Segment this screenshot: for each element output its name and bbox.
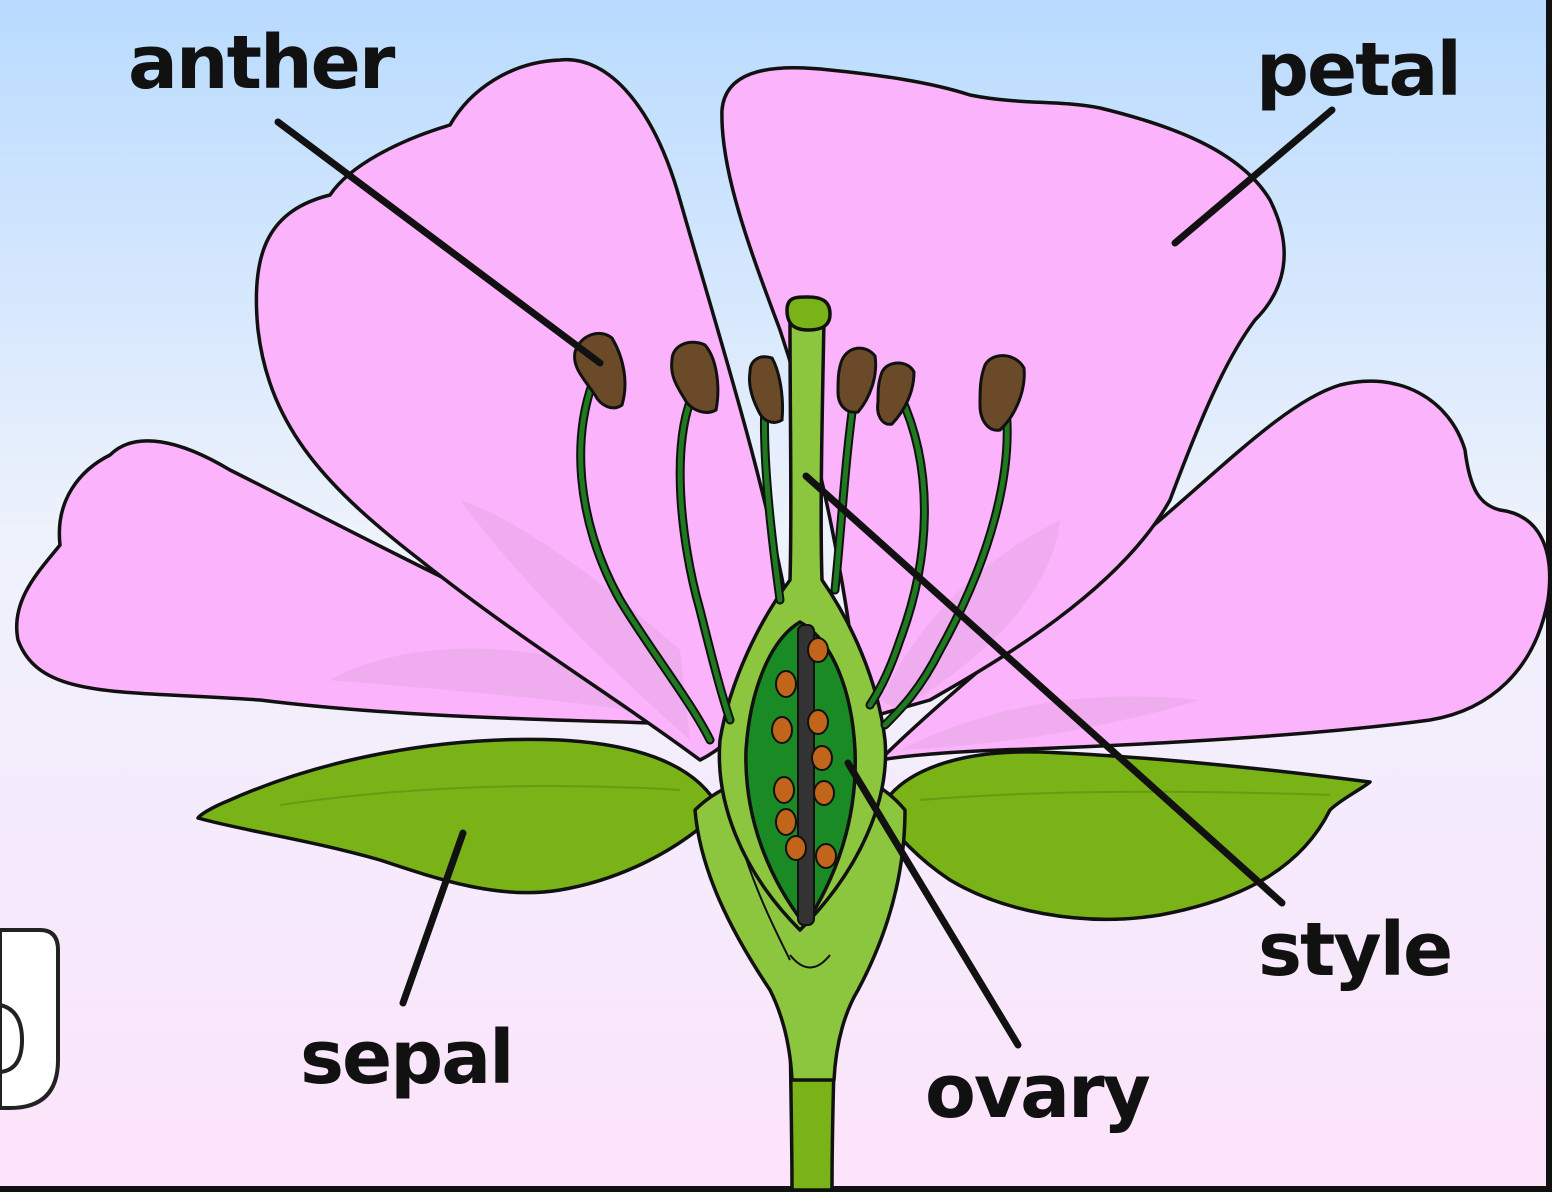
frame-bottom	[0, 1186, 1552, 1192]
ovule	[786, 836, 806, 860]
ovary-central-axis	[798, 625, 814, 925]
ovule	[808, 638, 828, 662]
label-petal: petal	[1256, 27, 1460, 113]
ovule	[808, 710, 828, 734]
label-sepal: sepal	[300, 1015, 513, 1101]
ovule	[816, 844, 836, 868]
ovule	[774, 777, 794, 803]
edge-letter-fragment	[0, 930, 58, 1108]
ovule	[776, 809, 796, 835]
label-ovary: ovary	[925, 1049, 1150, 1135]
stigma	[787, 297, 830, 330]
ovule	[812, 746, 832, 770]
ovule	[776, 671, 796, 697]
label-anther: anther	[128, 20, 396, 106]
label-style: style	[1258, 907, 1451, 993]
ovule	[814, 781, 834, 805]
ovule	[772, 717, 792, 743]
